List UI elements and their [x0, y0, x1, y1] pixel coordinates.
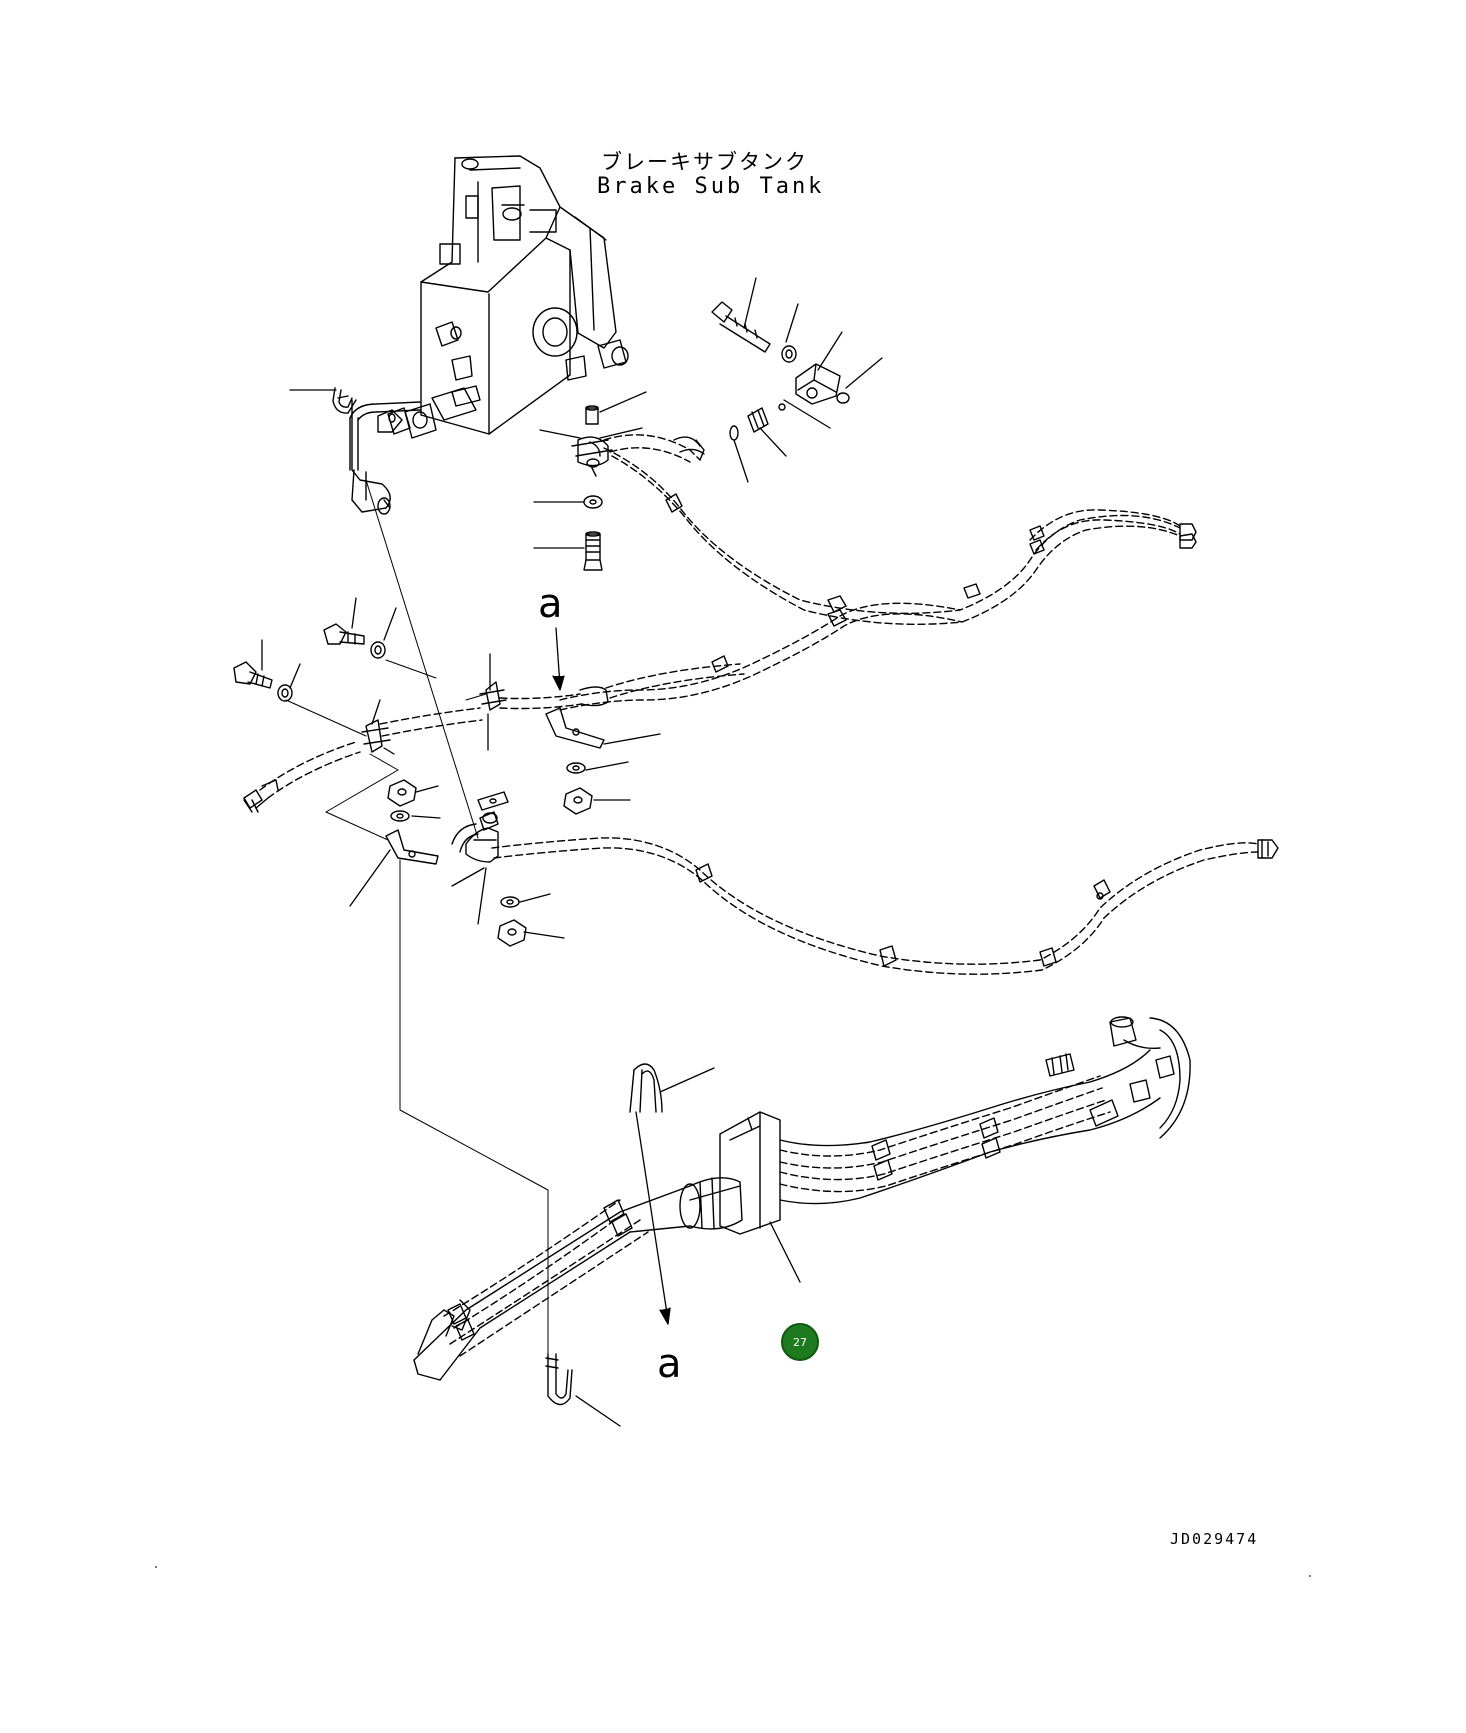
middle-hose-solid [243, 686, 609, 813]
scan-dot [1309, 1575, 1311, 1577]
lower-hose [491, 837, 1259, 975]
callout-leaders [261, 277, 883, 1427]
upper-clamp [571, 436, 613, 571]
bottom-ubolt [545, 1353, 573, 1406]
component-label-en: Brake Sub Tank [597, 174, 825, 199]
drawing-id: JD029474 [1170, 1530, 1259, 1548]
left-ubolt-pipe [332, 387, 421, 515]
upper-fittings [585, 301, 850, 441]
lower-hose-solid [451, 811, 1279, 967]
upper-hose-solid [665, 436, 1197, 673]
scan-dot [155, 1566, 157, 1568]
brake-sub-tank [387, 155, 629, 439]
callout-badge[interactable]: 27 [781, 1323, 819, 1361]
bottom-hoses [443, 1075, 1111, 1357]
upper-hoses [559, 434, 1181, 711]
middle-hose [259, 663, 745, 799]
view-marker-a-top: a [538, 581, 563, 627]
middle-bolts [233, 623, 386, 702]
bottom-hose-clamps [447, 1117, 1001, 1341]
middle-clamps [361, 681, 605, 947]
component-label-jp: ブレーキサブタンク [601, 150, 808, 174]
view-arrows [552, 627, 671, 1325]
view-marker-a-bottom: a [657, 1341, 682, 1387]
